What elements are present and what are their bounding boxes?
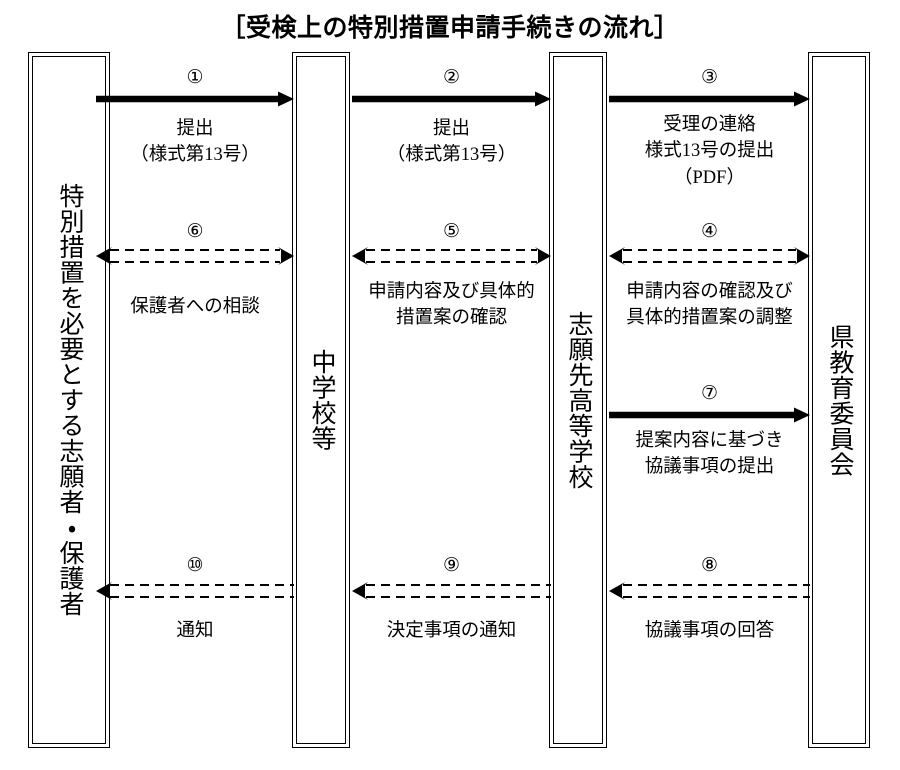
flow-8-number: ⑧ — [700, 555, 719, 576]
flow-3-arrow-icon — [609, 91, 810, 107]
flow-3-label: 受理の連絡 様式13号の提出 （PDF） — [644, 115, 775, 188]
flow-4-label: 申請内容の確認及び 具体的措置案の調整 — [626, 282, 793, 329]
flow-5-label: 申請内容及び具体的 措置案の確認 — [368, 282, 535, 329]
lane-junior-high-label: 中学校等 — [308, 349, 335, 451]
flow-5: ⑤ 申請内容及び具体的 措置案の確認 — [352, 222, 551, 352]
flow-6-label: 保護者への相談 — [130, 297, 260, 317]
flow-2-arrow-icon — [352, 91, 551, 107]
flow-8: ⑧ 協議事項の回答 — [609, 556, 810, 666]
flow-7-label: 提案内容に基づき 協議事項の提出 — [635, 431, 784, 478]
flow-1-arrow-icon — [96, 91, 294, 107]
flow-7-number: ⑦ — [700, 383, 719, 404]
flow-9: ⑨ 決定事項の通知 — [352, 556, 551, 666]
lane-junior-high-inner: 中学校等 — [296, 56, 346, 744]
lane-applicant: 特別措置を必要とする志願者・保護者 — [28, 52, 110, 748]
flow-2-label: 提出 （様式第13号） — [386, 119, 517, 166]
flow-9-arrow-icon — [352, 582, 551, 600]
lane-board-of-education: 県教育委員会 — [808, 52, 870, 748]
flow-1-number: ① — [186, 67, 204, 88]
flow-2: ② 提出 （様式第13号） — [352, 68, 551, 193]
flow-4-number: ④ — [700, 221, 719, 242]
flow-4: ④ 申請内容の確認及び 具体的措置案の調整 — [609, 222, 810, 352]
flow-6: ⑥ 保護者への相談 — [96, 222, 294, 342]
flow-10-arrow-icon — [96, 582, 294, 600]
flow-2-number: ② — [442, 67, 461, 88]
lane-high-school: 志願先高等学校 — [549, 52, 607, 748]
flow-5-number: ⑤ — [442, 221, 461, 242]
page-title: ［受検上の特別措置申請手続きの流れ］ — [220, 15, 680, 42]
lane-applicant-inner: 特別措置を必要とする志願者・保護者 — [32, 56, 106, 744]
flow-9-label: 決定事項の通知 — [386, 621, 517, 641]
flow-6-number: ⑥ — [186, 221, 204, 242]
flow-7: ⑦ 提案内容に基づき 協議事項の提出 — [609, 384, 810, 494]
lane-junior-high: 中学校等 — [292, 52, 350, 748]
flow-1-label: 提出 （様式第13号） — [130, 119, 260, 166]
lane-board-of-education-inner: 県教育委員会 — [812, 56, 866, 744]
flow-8-label: 協議事項の回答 — [644, 621, 775, 641]
flow-8-arrow-icon — [609, 582, 810, 600]
lane-board-of-education-label: 県教育委員会 — [826, 323, 853, 477]
flow-9-number: ⑨ — [442, 555, 461, 576]
flow-10-label: 通知 — [176, 621, 214, 641]
flow-1: ① 提出 （様式第13号） — [96, 68, 294, 193]
flow-3: ③ 受理の連絡 様式13号の提出 （PDF） — [609, 68, 810, 213]
lane-high-school-label: 志願先高等学校 — [565, 310, 592, 490]
flow-10-number: ⑩ — [186, 555, 204, 576]
lane-applicant-label: 特別措置を必要とする志願者・保護者 — [56, 183, 83, 617]
flow-5-arrow-icon — [352, 247, 551, 265]
flow-3-number: ③ — [700, 67, 719, 88]
lane-high-school-inner: 志願先高等学校 — [553, 56, 603, 744]
flow-7-arrow-icon — [609, 407, 810, 423]
flow-10: ⑩ 通知 — [96, 556, 294, 666]
flow-4-arrow-icon — [609, 247, 810, 265]
flow-6-arrow-icon — [96, 247, 294, 265]
